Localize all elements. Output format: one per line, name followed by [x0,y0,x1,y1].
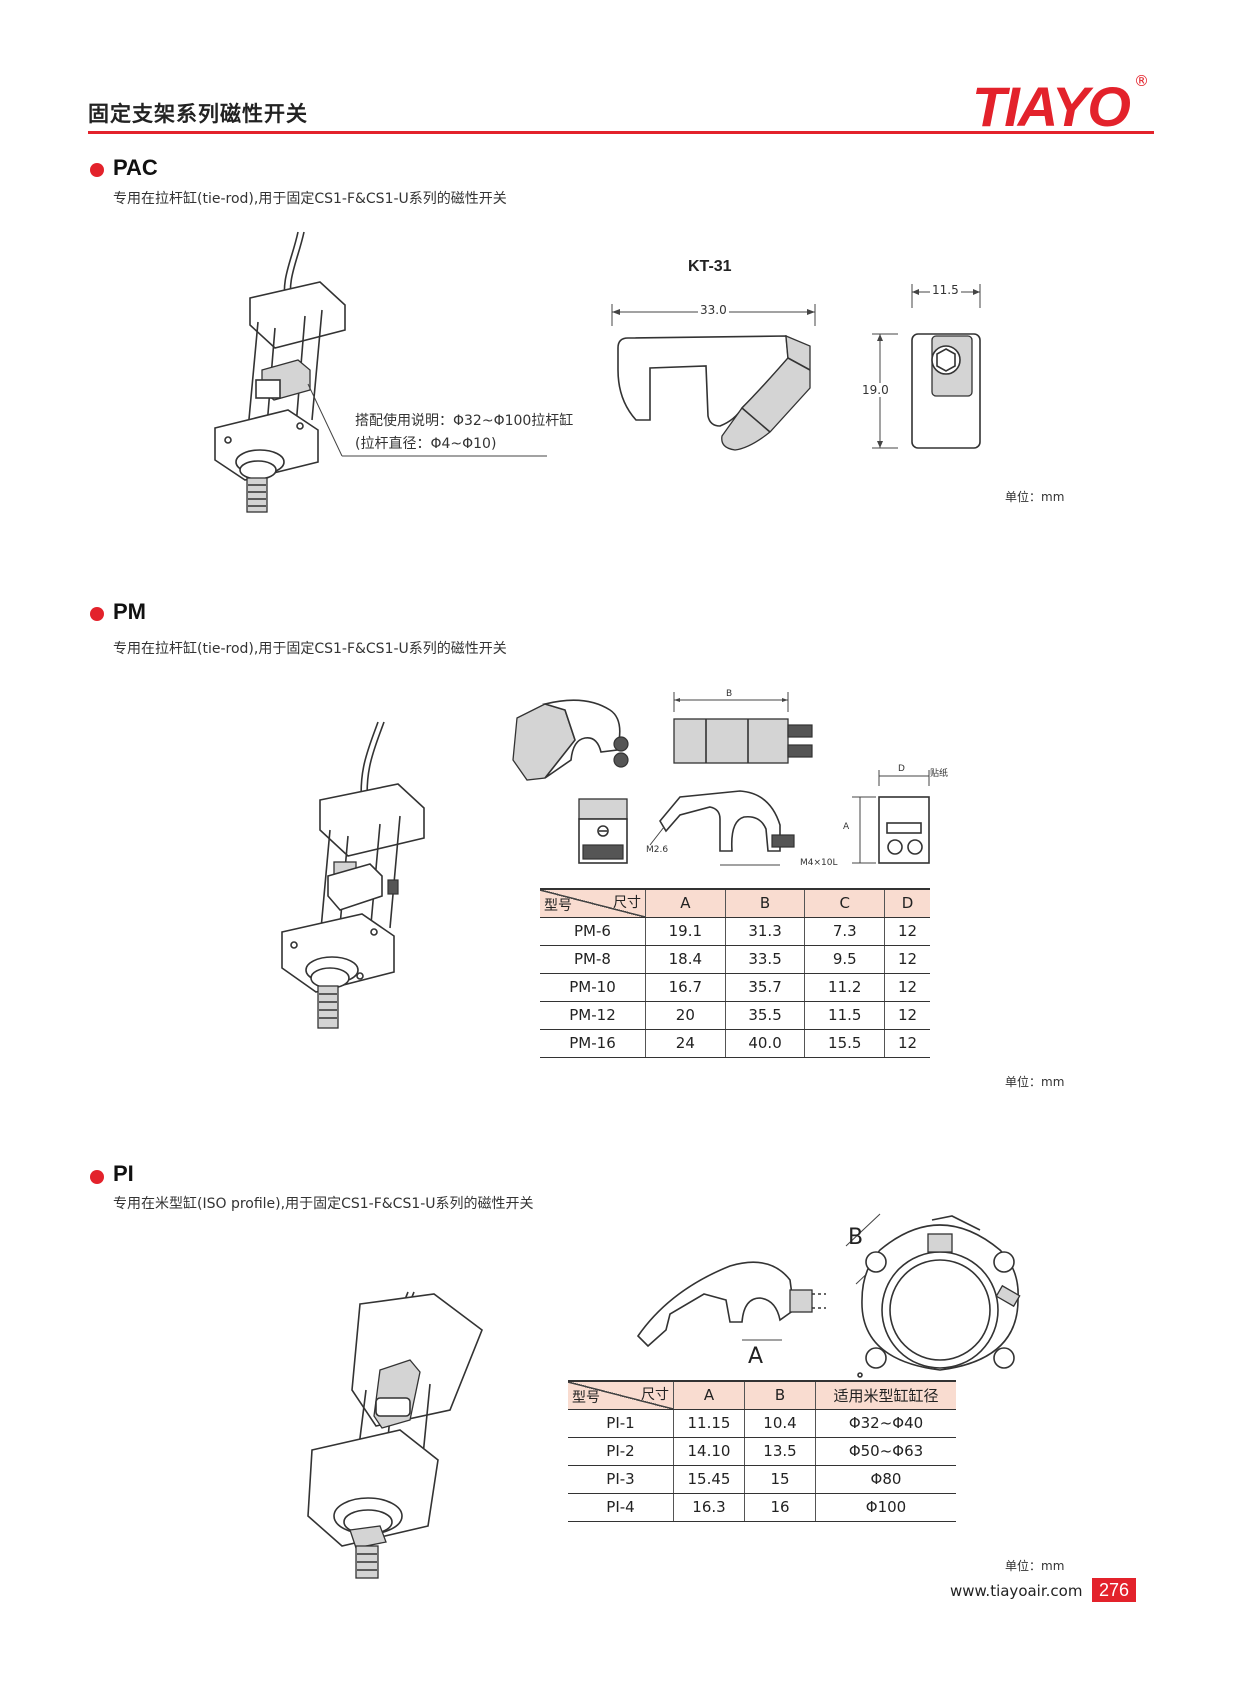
pm-end-view [878,796,930,864]
pm-label-a: A [843,822,850,832]
table-row: PM-12 20 35.5 11.5 12 [540,1001,930,1030]
pm-label-b: B [726,689,733,699]
pm-col-a: A [645,888,726,918]
table-row: PM-6 19.1 31.3 7.3 12 [540,917,930,946]
kt31-depth-value: 11.5 [930,283,961,297]
section-bullet-pm [90,607,104,621]
pm-label-m26: M2.6 [646,845,669,855]
pm-col-d: D [884,888,930,918]
pm-col-c: C [804,888,886,918]
table-row: PI-1 11.15 10.4 Φ32~Φ40 [568,1409,956,1438]
pm-label-sticker: 贴纸 [930,769,949,779]
section-title-pm: PM [113,599,146,624]
pac-unit-note: 单位：mm [1005,490,1065,504]
pi-unit-note: 单位：mm [1005,1559,1065,1573]
table-row: PI-3 15.45 15 Φ80 [568,1465,956,1494]
pac-cylinder-illustration [214,231,346,513]
pm-side-profile [649,790,795,866]
pi-label-a: A [748,1344,764,1369]
pm-table-corner: 尺寸 型号 [540,888,646,918]
kt31-height-value: 19.0 [860,383,891,397]
pi-col-b: B [744,1380,816,1410]
pi-bracket-profile [636,1261,826,1348]
section-desc-pac: 专用在拉杆缸(tie-rod),用于固定CS1-F&CS1-U系列的磁性开关 [113,191,507,207]
pm-label-m4: M4×10L [800,858,838,868]
table-row: PI-4 16.3 16 Φ100 [568,1493,956,1522]
pm-cylinder-illustration [281,721,425,1029]
section-desc-pi: 专用在米型缸(ISO profile),用于固定CS1-F&CS1-U系列的磁性… [113,1196,534,1212]
table-row: PI-2 14.10 13.5 Φ50~Φ63 [568,1437,956,1466]
pac-note-line1: 搭配使用说明：Φ32~Φ100拉杆缸 [355,413,574,429]
pac-note-line2: (拉杆直径：Φ4~Φ10) [355,436,497,452]
table-row: PM-10 16.7 35.7 11.2 12 [540,973,930,1002]
section-title-pac: PAC [113,155,158,180]
pm-col-b: B [725,888,806,918]
kt31-title: KT-31 [688,258,732,275]
pm-front-view [578,798,628,864]
kt31-side-profile [617,334,811,451]
pac-note-leader [307,383,547,457]
registered-mark: ® [1134,72,1149,90]
table-row: PM-8 18.4 33.5 9.5 12 [540,945,930,974]
section-bullet-pi [90,1170,104,1184]
pi-col-bore: 适用米型缸缸径 [815,1380,956,1410]
section-bullet-pac [90,163,104,177]
kt31-width-value: 33.0 [698,303,729,317]
section-title-pi: PI [113,1161,134,1186]
pm-label-d: D [898,764,905,774]
pi-col-a: A [673,1380,745,1410]
page-number-badge: 276 [1092,1578,1136,1602]
pi-end-view [845,1213,1021,1378]
header-divider [88,131,1154,134]
pi-spec-table: 尺寸 型号 A B 适用米型缸缸径 PI-1 11.15 10.4 Φ32~Φ4… [568,1380,956,1522]
pm-top-view [673,718,813,764]
pm-unit-note: 单位：mm [1005,1075,1065,1089]
pm-bracket-iso [512,699,629,781]
section-desc-pm: 专用在拉杆缸(tie-rod),用于固定CS1-F&CS1-U系列的磁性开关 [113,641,507,657]
pi-label-b: B [848,1225,864,1250]
pm-spec-table: 尺寸 型号 A B C D PM-6 19.1 31.3 7.3 12 PM-8… [540,888,930,1058]
pi-table-corner: 尺寸 型号 [568,1380,674,1410]
table-row: PM-16 24 40.0 15.5 12 [540,1029,930,1058]
kt31-front-view [911,333,981,449]
footer-url[interactable]: www.tiayoair.com [950,1582,1083,1600]
brand-logo: TIAYO [972,75,1131,138]
pm-d-dimension [878,770,930,786]
pm-a-dimension [852,796,876,864]
pm-b-dimension [673,692,789,712]
page-title: 固定支架系列磁性开关 [88,102,308,126]
pi-cylinder-illustration [307,1291,483,1579]
